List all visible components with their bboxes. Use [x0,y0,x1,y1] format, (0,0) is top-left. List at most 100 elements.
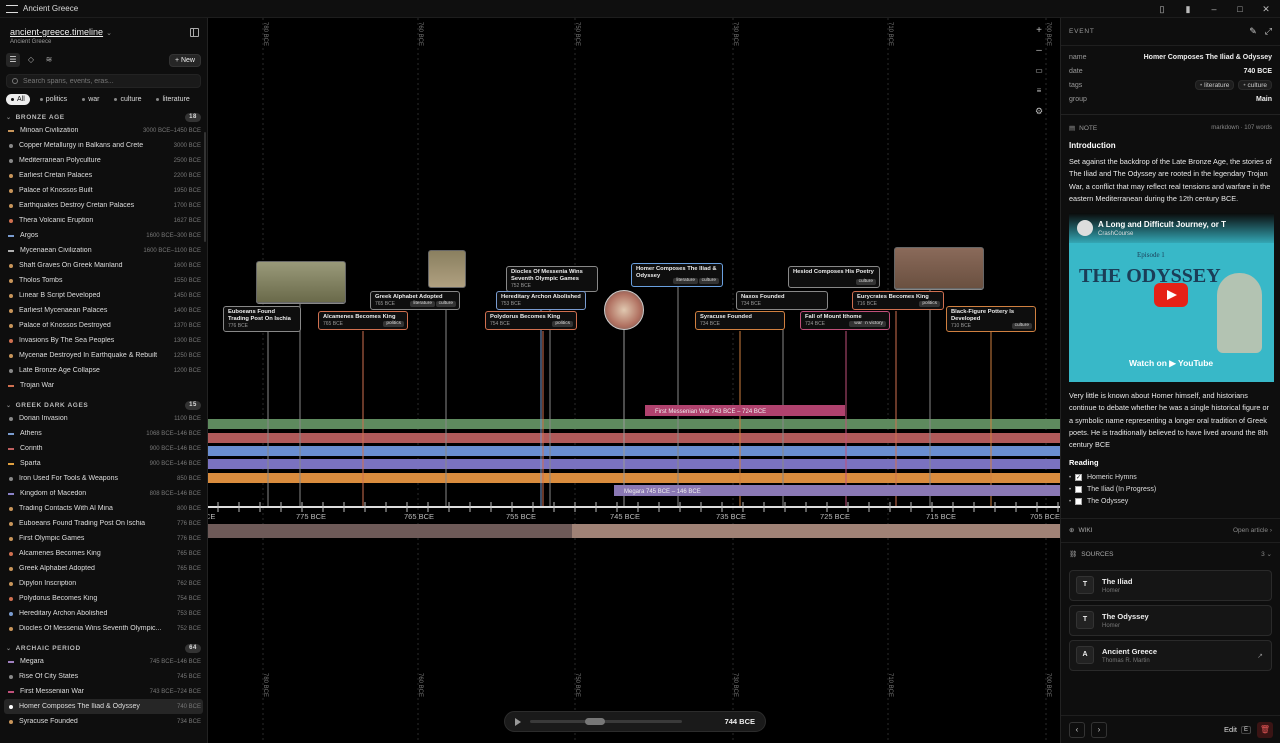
next-event-button[interactable]: › [1091,721,1107,738]
youtube-play-icon[interactable] [1154,283,1188,308]
reading-item[interactable]: •✓Homeric Hymns [1069,472,1272,484]
layout-toggle-icon[interactable]: ▯ [1159,4,1165,14]
close-button[interactable]: ✕ [1262,4,1270,14]
map-icon[interactable]: ▭ [1035,66,1043,75]
list-view-icon[interactable]: ☰ [6,53,20,67]
alphabet-thumbnail[interactable] [428,250,466,288]
prop-value[interactable]: Homer Composes The Iliad & Odyssey [1143,53,1272,61]
prop-tags[interactable]: tagsliteratureculture [1069,78,1272,92]
prop-value[interactable]: 740 BCE [1243,67,1272,75]
filter-chip-war[interactable]: war [77,94,104,105]
caret-down-icon[interactable]: ⌄ [6,402,12,409]
zoom-out-icon[interactable]: – [1036,45,1042,56]
tag-chip[interactable]: culture [1238,80,1272,90]
caret-down-icon[interactable]: ⌄ [6,645,12,652]
delete-trash-icon[interactable]: 🗑 [1257,721,1273,738]
filter-chip-literature[interactable]: literature [151,94,194,105]
minimize-button[interactable]: – [1211,4,1217,14]
reading-item[interactable]: •The Odyssey [1069,496,1272,508]
note-body[interactable]: Introduction Set against the backdrop of… [1061,141,1280,452]
wiki-row[interactable]: ⊕ WIKI Open article › [1061,517,1280,542]
checkbox[interactable] [1075,498,1082,506]
sources-header[interactable]: ⛓ SOURCES 3 ⌄ [1061,541,1280,566]
prev-event-button[interactable]: ‹ [1069,721,1085,738]
prop-value[interactable]: Main [1256,95,1272,103]
new-button[interactable]: + New [168,53,201,67]
chevron-down-icon[interactable]: ⌄ [106,30,112,37]
caret-down-icon[interactable]: ⌄ [6,114,12,121]
filter-icon[interactable]: ≡ [1036,86,1042,95]
edit-pencil-icon[interactable]: ✎ [1249,26,1257,36]
filter-chip-all[interactable]: All [6,94,30,105]
lelantine-thumbnail[interactable] [894,247,984,289]
event-card-diocles[interactable]: Diocles Of Messenia Wins Seventh Olympic… [506,266,598,292]
zoom-in-icon[interactable]: + [1036,25,1042,36]
checkbox[interactable]: ✓ [1075,474,1082,482]
playback-slider[interactable] [530,718,682,725]
channel-logo[interactable] [1077,220,1093,237]
layers-icon[interactable]: ≋ [45,55,53,64]
video-embed[interactable]: A Long and Difficult Journey, or T Crash… [1069,213,1274,383]
sidebar-collapse-icon[interactable] [190,28,199,37]
file-name[interactable]: ancient-greece.timeline [10,27,104,37]
playback-knob[interactable] [585,718,605,725]
open-article-link[interactable]: Open article › [1232,526,1272,534]
sources-count[interactable]: 3 ⌄ [1261,551,1272,559]
search-input[interactable] [23,77,193,85]
external-link-icon[interactable]: ↗ [1257,652,1263,660]
list-item[interactable]: Diocles Of Messenia Wins Seventh Olympic… [0,621,207,636]
filter-chip-politics[interactable]: politics [35,94,72,105]
list-item[interactable]: Trojan War [0,378,207,393]
file-header[interactable]: ancient-greece.timeline⌄ Ancient Greece [0,18,207,50]
tag-chip[interactable]: literature [1195,80,1235,90]
watch-on-youtube[interactable]: Watch on ▶ YouTube [1129,358,1214,369]
checkbox[interactable] [1075,486,1082,494]
settings-gear-icon[interactable]: ⚙ [1034,106,1044,116]
